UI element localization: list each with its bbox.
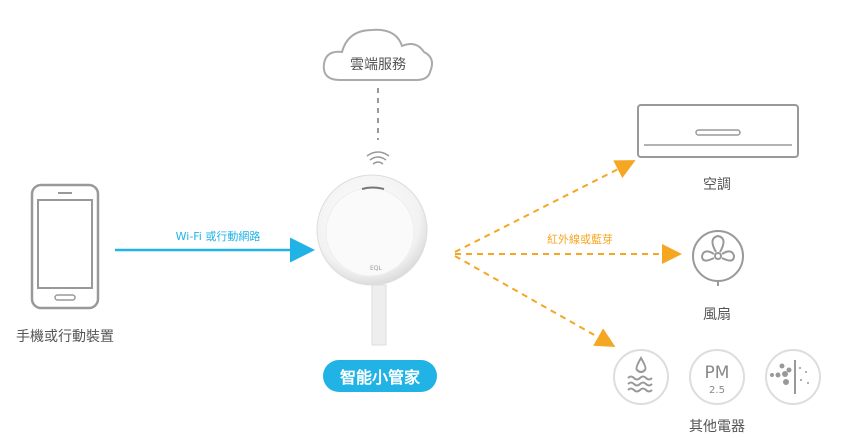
svg-text:PM: PM: [705, 363, 730, 383]
ir-bt-link-label: 紅外線或藍芽: [547, 233, 613, 246]
fan-label: 風扇: [703, 307, 731, 323]
ac-label: 空調: [703, 177, 731, 193]
humidifier-icon: [613, 349, 669, 405]
air-purifier-icon: [765, 349, 821, 405]
cloud-label: 雲端服務: [350, 57, 406, 73]
wifi-icon: [366, 151, 390, 165]
others-label: 其他電器: [689, 419, 745, 435]
svg-text:2.5: 2.5: [709, 385, 725, 396]
hub-label-button[interactable]: 智能小管家: [323, 360, 437, 392]
svg-text:EQL: EQL: [370, 265, 383, 272]
cloud-icon: [322, 28, 433, 81]
fan-icon: [692, 230, 744, 286]
pm25-icon: PM 2.5: [689, 349, 745, 405]
arrow-to-others: [454, 255, 616, 347]
hub-device: EQL: [316, 174, 428, 346]
ir-bt-arrows: [454, 160, 682, 347]
air-conditioner-icon: [637, 104, 799, 158]
phone-icon: [30, 183, 100, 310]
wifi-link-label: Wi-Fi 或行動網路: [175, 230, 261, 243]
arrow-to-ac: [454, 160, 636, 253]
phone-label: 手機或行動裝置: [16, 329, 114, 345]
